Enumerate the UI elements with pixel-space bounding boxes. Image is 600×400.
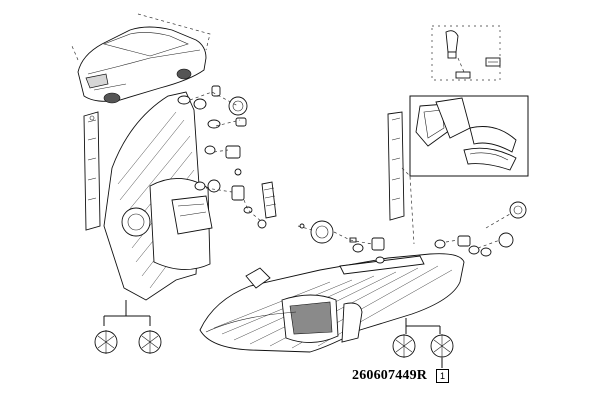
part-number-label: 260607449R (352, 368, 428, 383)
leader-lines-left (189, 91, 263, 223)
bracket-icon (83, 111, 101, 231)
cap-icon (509, 201, 527, 219)
connector-tree-left (94, 300, 162, 354)
bulb-icon (177, 85, 267, 229)
headlamp-icon (199, 253, 465, 353)
bracket-icon (387, 111, 415, 245)
leader-lines-right (297, 213, 511, 249)
clip-icon (261, 181, 277, 219)
connector-icon (94, 330, 162, 354)
bulb-icon (299, 201, 527, 264)
bulb-detail (431, 25, 501, 81)
gasket-icon (409, 95, 529, 177)
car-icon (71, 13, 211, 104)
connector-icon (392, 334, 454, 358)
connector-tree-right (392, 318, 454, 368)
headlamp-icon (103, 91, 221, 301)
reference-badge: 1 (436, 369, 449, 383)
